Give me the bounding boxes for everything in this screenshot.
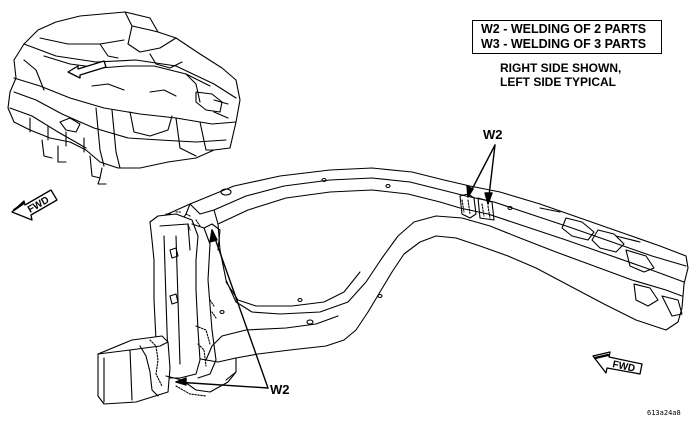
fwd-label-left: FWD — [26, 195, 51, 216]
fwd-arrow-left — [11, 189, 58, 221]
figure-id: 613a24a8 — [647, 409, 681, 417]
side-note-line1: RIGHT SIDE SHOWN, — [500, 61, 622, 75]
front-structure-inset — [7, 11, 241, 185]
fwd-label-right: FWD — [611, 359, 636, 374]
weld-legend: W2 - WELDING OF 2 PARTS W3 - WELDING OF … — [472, 20, 662, 54]
frame-rail — [97, 167, 689, 405]
legend-w3: W3 - WELDING OF 3 PARTS — [481, 37, 647, 51]
side-note-line2: LEFT SIDE TYPICAL — [500, 75, 617, 89]
legend-w2: W2 - WELDING OF 2 PARTS — [481, 22, 647, 36]
fwd-arrow-right — [592, 351, 643, 375]
callout-leaders — [175, 144, 496, 389]
callout-w2-upper: W2 — [483, 127, 503, 142]
callout-w2-lower: W2 — [270, 382, 290, 397]
side-note: RIGHT SIDE SHOWN, LEFT SIDE TYPICAL — [500, 61, 670, 89]
